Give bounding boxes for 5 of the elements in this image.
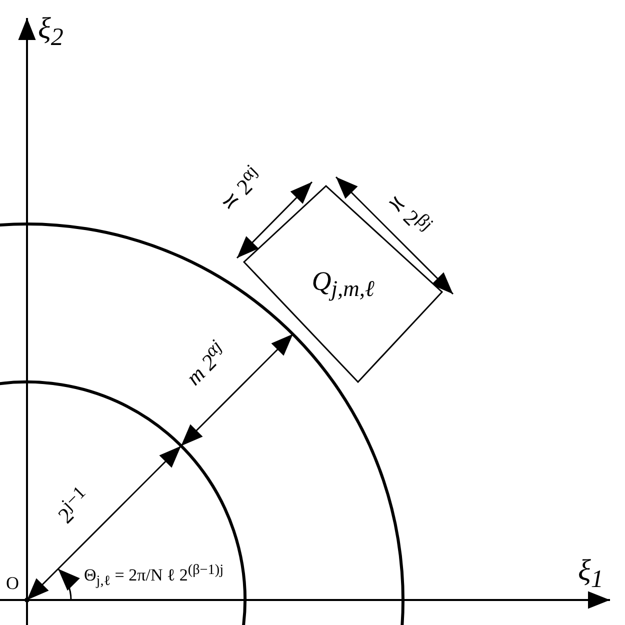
origin-label: O: [6, 574, 19, 592]
angle-label: Θ$_{j,ℓ}$ = 2π/N ℓ 2$^{(β−1)j}$: [84, 563, 224, 588]
tile-label: Q$_{j,m,ℓ}$: [310, 266, 376, 302]
axis-label: ξ$_{2}$: [38, 14, 64, 50]
axis-label: ξ$_{1}$: [578, 556, 604, 592]
